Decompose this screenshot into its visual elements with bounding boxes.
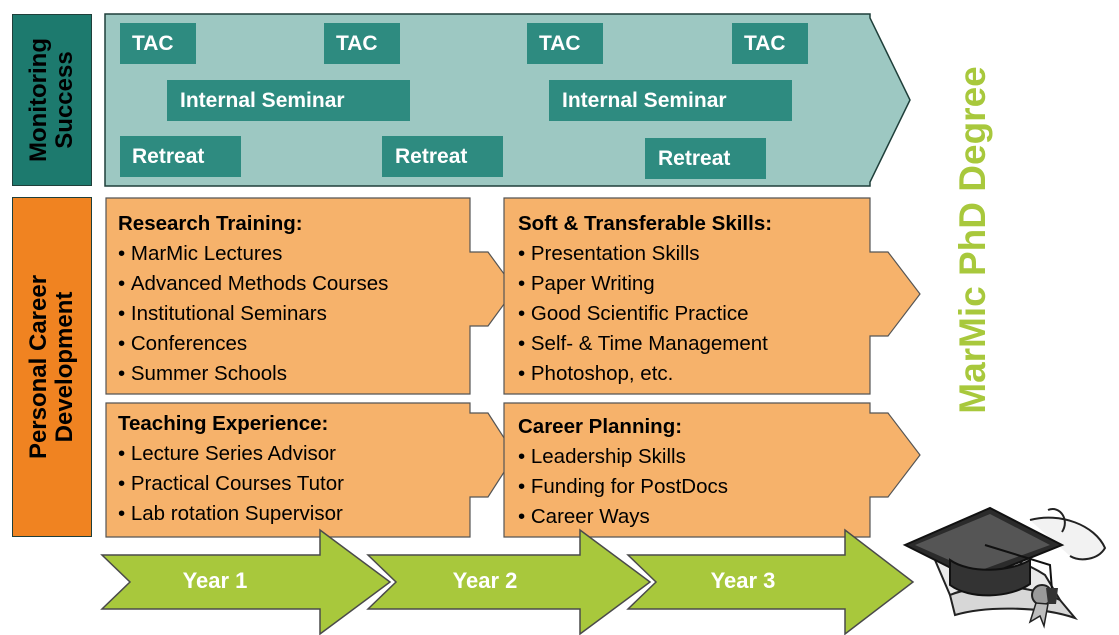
soft-skills-box: Soft & Transferable Skills: Presentation…	[518, 209, 772, 389]
year-3-label: Year 3	[710, 568, 776, 593]
teaching-item: Lecture Series Advisor	[118, 439, 344, 469]
year-2-arrow	[366, 528, 652, 635]
career-label-line-2: Development	[51, 291, 79, 443]
career-planning-item: Funding for PostDocs	[518, 472, 728, 502]
soft-skills-item: Presentation Skills	[518, 239, 772, 269]
monitoring-success-label: Monitoring Success	[12, 14, 92, 186]
tac-tag-2: TAC	[324, 23, 400, 64]
career-label-line-1: Personal Career	[25, 274, 53, 460]
soft-skills-item: Self- & Time Management	[518, 329, 772, 359]
year-2-label: Year 2	[452, 568, 518, 593]
tac-tag-3: TAC	[527, 23, 603, 64]
soft-skills-header: Soft & Transferable Skills:	[518, 212, 773, 235]
year-3-arrow	[626, 528, 915, 635]
career-planning-header: Career Planning:	[518, 415, 683, 438]
research-training-header: Research Training:	[118, 212, 303, 235]
soft-skills-item: Paper Writing	[518, 269, 772, 299]
research-item: Advanced Methods Courses	[118, 269, 389, 299]
internal-seminar-tag-2: Internal Seminar	[549, 80, 792, 121]
phd-degree-text: MarMic PhD Degree	[952, 66, 993, 414]
retreat-tag-1: Retreat	[120, 136, 241, 177]
research-item: MarMic Lectures	[118, 239, 388, 269]
year-1-arrow	[100, 528, 392, 635]
career-planning-item: Leadership Skills	[518, 442, 728, 472]
monitoring-label-line-1: Monitoring	[25, 38, 52, 162]
soft-skills-item: Photoshop, etc.	[518, 359, 772, 389]
soft-skills-item: Good Scientific Practice	[518, 299, 772, 329]
graduation-cap-diploma-icon	[902, 506, 1107, 629]
career-planning-box: Career Planning: Leadership Skills Fundi…	[518, 412, 728, 532]
personal-career-development-label: Personal Career Development	[12, 197, 92, 537]
year-1-label: Year 1	[182, 568, 248, 593]
teaching-item: Lab rotation Supervisor	[118, 499, 344, 529]
research-item: Conferences	[118, 329, 388, 359]
retreat-tag-2: Retreat	[382, 136, 503, 177]
tac-tag-1: TAC	[120, 23, 196, 64]
internal-seminar-tag-1: Internal Seminar	[167, 80, 410, 121]
career-planning-item: Career Ways	[518, 502, 728, 532]
monitoring-label-line-2: Success	[51, 51, 78, 149]
research-item: Institutional Seminars	[118, 299, 388, 329]
teaching-experience-header: Teaching Experience:	[118, 412, 329, 435]
research-training-box: Research Training: MarMic Lectures Advan…	[118, 209, 388, 389]
retreat-tag-3: Retreat	[645, 138, 766, 179]
teaching-item: Practical Courses Tutor	[118, 469, 344, 499]
research-item: Summer Schools	[118, 359, 388, 389]
tac-tag-4: TAC	[732, 23, 808, 64]
teaching-experience-box: Teaching Experience: Lecture Series Advi…	[118, 409, 344, 529]
